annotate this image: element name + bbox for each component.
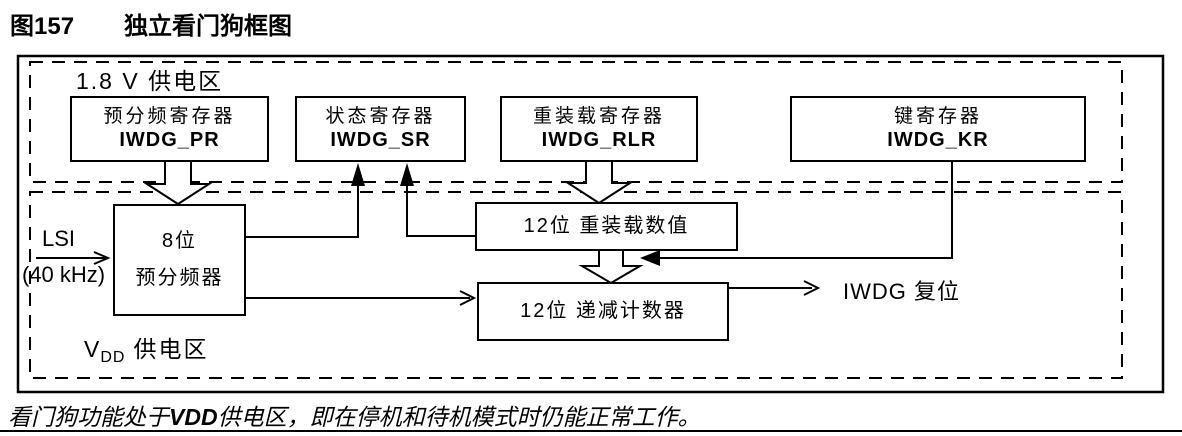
region-label-18v: 1.8 V 供电区 [76,68,224,94]
arrow-prescaler-to-sr [245,163,365,238]
region-18v-dashed-border [29,61,1123,183]
caption-text-pre: 看门狗功能处于 [8,405,169,430]
register-box-rlr: 重装载寄存器 IWDG_RLR [500,96,698,162]
figure-number: 图157 [10,13,75,40]
down-counter-box: 12位 递减计数器 [477,282,729,341]
register-name: 重装载寄存器 [532,105,665,127]
register-name: 键寄存器 [893,105,982,127]
register-id: IWDG_KR [887,129,989,152]
vdd-region-text: 供电区 [133,336,209,362]
arrow-kr-to-reload [640,161,953,266]
iwdg-reset-label: IWDG 复位 [843,279,960,304]
prescaler-label-line1: 8位 [161,230,198,252]
caption-vdd: VDD [169,404,218,430]
register-box-pr: 预分频寄存器 IWDG_PR [70,96,269,162]
arrow-prescaler-to-counter [245,290,477,306]
prescaler-box: 8位 预分频器 [113,204,246,316]
register-name: 状态寄存器 [325,105,436,127]
vdd-subscript: DD [100,349,126,366]
register-id: IWDG_RLR [541,129,657,152]
down-counter-label: 12位 递减计数器 [520,300,686,322]
prescaler-label-line2: 预分频器 [135,267,224,289]
register-id: IWDG_PR [119,129,220,152]
lsi-clock-label: LSI [42,226,76,251]
bottom-rule [0,430,1182,432]
lsi-frequency-label: (40 kHz) [22,262,106,287]
figure-title: 独立看门狗框图 [124,13,293,40]
figure-caption: 看门狗功能处于VDD供电区，即在停机和待机模式时仍能正常工作。 [8,398,701,432]
lsi-input-arrow [36,251,111,265]
vdd-symbol: V [84,336,101,362]
reload-value-label: 12位 重装载数值 [523,215,690,237]
register-id: IWDG_SR [330,129,431,152]
region-label-vdd: VDD 供电区 [84,330,208,367]
arrow-counter-to-reset [728,280,821,296]
figure-heading: 图157 独立看门狗框图 [10,6,292,41]
arrow-rlr-to-reload [564,159,634,205]
register-box-kr: 键寄存器 IWDG_KR [790,96,1086,162]
outer-border [16,54,1165,394]
register-name: 预分频寄存器 [103,105,236,127]
arrow-reload-to-sr [400,163,475,237]
arrow-reload-to-counter [578,248,644,285]
caption-text-post: 供电区，即在停机和待机模式时仍能正常工作。 [217,405,701,430]
arrow-pr-to-prescaler [143,159,213,206]
reload-value-box: 12位 重装载数值 [475,202,738,251]
register-box-sr: 状态寄存器 IWDG_SR [295,96,466,162]
